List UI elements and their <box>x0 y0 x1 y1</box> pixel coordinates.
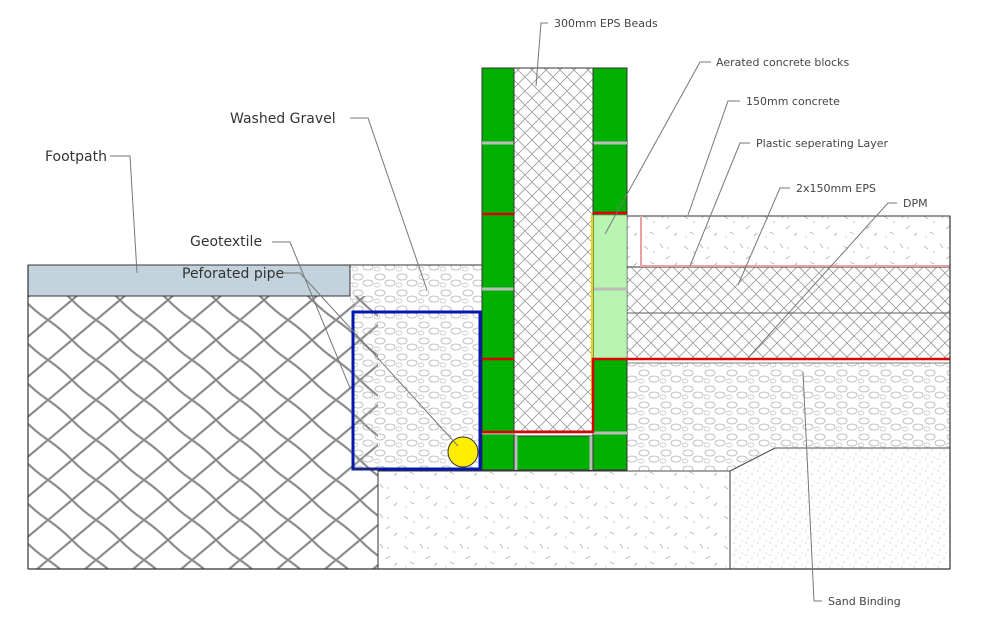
plastic-separating-layer <box>640 216 950 267</box>
concrete-slab <box>626 215 951 268</box>
label-aerated-blocks: Aerated concrete blocks <box>716 56 850 69</box>
base-block <box>513 435 594 471</box>
dpm-line <box>482 357 950 434</box>
leader-eps-beads <box>535 22 548 87</box>
label-eps-2x150: 2x150mm EPS <box>796 182 876 195</box>
block-column-left <box>481 67 515 471</box>
label-washed-gravel: Washed Gravel <box>230 111 336 127</box>
eps-beads-cavity <box>513 67 594 432</box>
leader-footpath <box>110 155 138 274</box>
leader-sand-binding <box>802 371 822 602</box>
label-sand-binding: Sand Binding <box>828 595 901 608</box>
soil-region <box>28 296 378 569</box>
gravel-top-fill <box>350 265 482 312</box>
footing-concrete <box>377 470 731 570</box>
leader-washed-gravel <box>350 117 428 291</box>
leader-eps-2x150 <box>737 187 790 286</box>
perforated-pipe <box>447 436 479 468</box>
label-plastic-layer: Plastic seperating Layer <box>756 137 889 150</box>
leader-aerated-blocks <box>604 61 711 235</box>
label-concrete-150: 150mm concrete <box>746 95 840 108</box>
eps-layer-lower <box>626 312 951 360</box>
label-geotextile: Geotextile <box>190 234 262 250</box>
leader-perforated-pipe <box>283 272 459 447</box>
leader-concrete-150 <box>687 100 740 216</box>
leader-dpm <box>747 202 897 359</box>
sand-binding-region <box>729 447 951 570</box>
geotextile-wrap <box>351 310 482 471</box>
edge-insulation <box>592 214 628 360</box>
label-eps-beads: 300mm EPS Beads <box>554 17 658 30</box>
label-footpath: Footpath <box>45 149 107 165</box>
footpath-slab <box>27 264 351 297</box>
label-dpm: DPM <box>903 197 928 210</box>
leader-geotextile <box>272 241 351 389</box>
label-perforated-pipe: Peforated pipe <box>182 266 284 282</box>
eps-layer-upper <box>626 266 951 314</box>
leader-plastic-layer <box>689 142 750 267</box>
